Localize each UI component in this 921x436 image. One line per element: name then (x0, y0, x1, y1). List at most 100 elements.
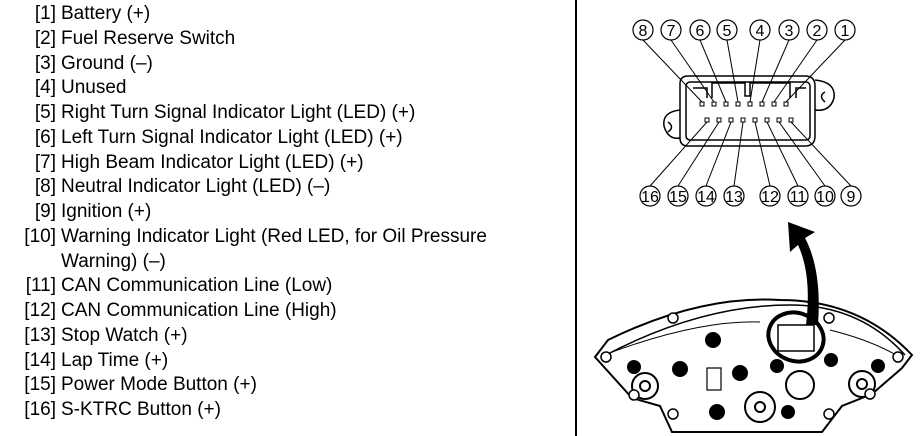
meter-screws (600, 312, 904, 420)
pin-callout (787, 185, 809, 207)
pin-callout (695, 185, 717, 207)
pin-list-item: [16]S-KTRC Button (+) (0, 398, 570, 423)
pin-terminal (716, 117, 722, 123)
pin-list-item: [3]Ground (–) (0, 52, 570, 77)
pin-callout-label: 15 (669, 189, 687, 206)
pin-callout-label: 2 (813, 23, 822, 40)
pin-callout (778, 19, 800, 41)
pin-number: [14] (24, 349, 56, 371)
pin-terminal (771, 101, 777, 107)
pin-callout (632, 19, 654, 41)
pin-terminal (759, 101, 765, 107)
pin-list-item: [14]Lap Time (+) (0, 349, 570, 374)
pin-number: [15] (24, 374, 56, 396)
pin-label: S-KTRC Button (+) (61, 399, 221, 420)
pin-number: [10] (24, 225, 56, 247)
pin-callout (660, 19, 682, 41)
leader-line (749, 39, 761, 103)
leader-line (670, 39, 715, 103)
pin-label: Battery (+) (61, 3, 151, 24)
pin-callout-label: 3 (785, 23, 794, 40)
pin-terminal (704, 117, 710, 123)
pin-terminal (783, 101, 789, 107)
pin-callout-label: 11 (790, 189, 807, 206)
pin-number: [5] (34, 102, 56, 123)
pin-callout (806, 19, 828, 41)
pin-label: Unused (61, 77, 127, 99)
pin-number: [6] (34, 126, 56, 148)
pin-list-item: [11]CAN Communication Line (Low) (0, 274, 570, 299)
meter-unit-diagram (593, 298, 914, 433)
pin-list-item: [9]Ignition (+) (0, 200, 570, 225)
pin-number: [1] (34, 3, 56, 24)
pin-label: Neutral Indicator Light (LED) (–) (61, 176, 331, 198)
pin-callout (759, 185, 781, 207)
pin-number: [16] (24, 399, 56, 420)
pin-callout (723, 185, 745, 207)
curved-arrow-icon (788, 222, 819, 325)
leader-line (761, 39, 790, 103)
divider (575, 0, 577, 436)
pin-callout (749, 19, 771, 41)
leader-line (778, 121, 826, 187)
pin-callout-label: 13 (725, 189, 743, 206)
pin-terminal (711, 101, 717, 107)
pin-label: CAN Communication Line (High) (61, 300, 337, 321)
pin-list-item: [12]CAN Communication Line (High) (0, 299, 570, 324)
pin-list: [1]Battery (+) [2]Fuel Reserve Switch[3]G… (0, 2, 570, 423)
pin-terminal (788, 117, 794, 123)
leader-line (705, 121, 732, 187)
pin-label: Ignition (+) (61, 201, 152, 222)
pin-terminal (740, 117, 746, 123)
pin-label: High Beam Indicator Light (LED) (+) (61, 151, 364, 173)
pin-callout-label: 8 (639, 23, 648, 40)
pin-callout-label: 14 (697, 189, 715, 206)
pin-callout-label: 1 (841, 23, 850, 40)
pin-number: [4] (34, 77, 56, 99)
pin-terminal (699, 101, 705, 107)
pin-number: [7] (34, 151, 56, 173)
pin-label: Right Turn Signal Indicator Light (LED) … (61, 102, 416, 123)
pin-list-item: [2]Fuel Reserve Switch (0, 27, 570, 52)
pin-label: Warning) (–) (61, 250, 166, 272)
pin-list-item: [5]Right Turn Signal Indicator Light (LE… (0, 101, 570, 126)
pin-callout (667, 185, 689, 207)
pin-callout-label: 9 (847, 189, 856, 206)
pin-terminal (752, 117, 758, 123)
leader-line (785, 39, 846, 103)
pin-callout (814, 185, 836, 207)
pin-number: [13] (24, 324, 56, 346)
pin-callout-label: 7 (667, 23, 676, 40)
pin-callout (840, 185, 862, 207)
pin-terminal (776, 117, 782, 123)
leader-line (699, 39, 727, 103)
leader-line (790, 121, 852, 187)
pin-list-item: [4]Unused (0, 76, 570, 101)
pin-terminal (764, 117, 770, 123)
leader-line (677, 121, 720, 187)
pin-list-item: Warning) (–) (0, 250, 570, 275)
pin-callout-label: 4 (756, 23, 765, 40)
pin-list-item: [6]Left Turn Signal Indicator Light (LED… (0, 126, 570, 151)
pin-list-item: [13]Stop Watch (+) (0, 324, 570, 349)
leader-line (766, 121, 799, 187)
meter-bosses (627, 332, 885, 420)
pin-list-item: [8]Neutral Indicator Light (LED) (–) (0, 175, 570, 200)
pin-label: Warning Indicator Light (Red LED, for Oi… (61, 225, 487, 247)
pin-callout-label: 16 (641, 189, 659, 206)
pin-label: Left Turn Signal Indicator Light (LED) (… (61, 126, 403, 148)
pin-label: Stop Watch (+) (61, 324, 188, 346)
leader-line (754, 121, 771, 187)
pin-number: [11] (25, 275, 56, 297)
pin-number: [2] (34, 27, 56, 49)
pin-label: Power Mode Button (+) (61, 374, 257, 396)
leader-line (649, 121, 708, 187)
pin-list-item: [10]Warning Indicator Light (Red LED, fo… (0, 225, 570, 250)
pin-callout (689, 19, 711, 41)
pin-label: Lap Time (+) (61, 349, 169, 371)
pin-number: [3] (34, 52, 56, 74)
pin-callout-label: 10 (816, 189, 834, 206)
pin-terminal (723, 101, 729, 107)
pin-callout (716, 19, 738, 41)
pin-label: CAN Communication Line (Low) (61, 275, 333, 297)
